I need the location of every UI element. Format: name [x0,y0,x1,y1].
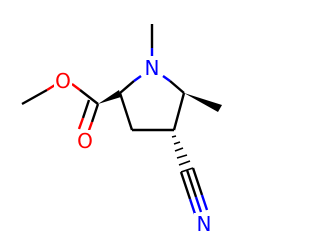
molecule-structure-diagram: O O N N [21,24,222,236]
svg-text:N: N [197,212,212,236]
bond-ring-c2-n [119,80,135,94]
bond-ring-n-c5 [169,80,185,94]
svg-text:O: O [77,129,93,153]
bond-methyl-ester-oxygen [21,88,48,106]
bond-ring-n-c5-blue [162,75,171,82]
bond-ring-c3-c2 [118,92,134,131]
bond-nitrile-triple-1-blue [194,196,203,213]
svg-text:N: N [145,56,160,80]
bond-nitrile-triple-3 [191,167,204,196]
wedge-bond-ring-to-carbonyl [98,90,121,104]
bond-carbonyl-double-1 [90,103,100,123]
bond-ring-c2-n-blue [133,75,142,82]
wedge-bond-c5-methyl [184,93,222,112]
svg-text:O: O [55,69,71,93]
bond-nitrile-triple-2 [179,171,192,200]
atom-label-carbonyl-oxygen: O [76,129,94,153]
bond-ester-oxygen-carbonyl [79,89,99,105]
bond-nitrile-triple-2-blue [188,198,197,215]
bond-ring-c5-c4 [172,92,186,131]
atom-label-ring-nitrogen: N [142,56,162,80]
atom-label-ester-oxygen: O [54,69,72,93]
bond-carbonyl-double-2-red [77,117,85,130]
bond-ester-oxygen-carbonyl-red [71,83,81,91]
bond-nitrile-triple-3-blue [200,194,209,211]
atom-label-nitrile-nitrogen: N [194,212,214,236]
bond-methyl-ester-oxygen-red [46,83,56,92]
bond-nitrile-triple-1 [185,169,198,198]
hashed-wedge-c4-nitrile [171,135,194,173]
bond-carbonyl-double-2 [81,99,91,119]
